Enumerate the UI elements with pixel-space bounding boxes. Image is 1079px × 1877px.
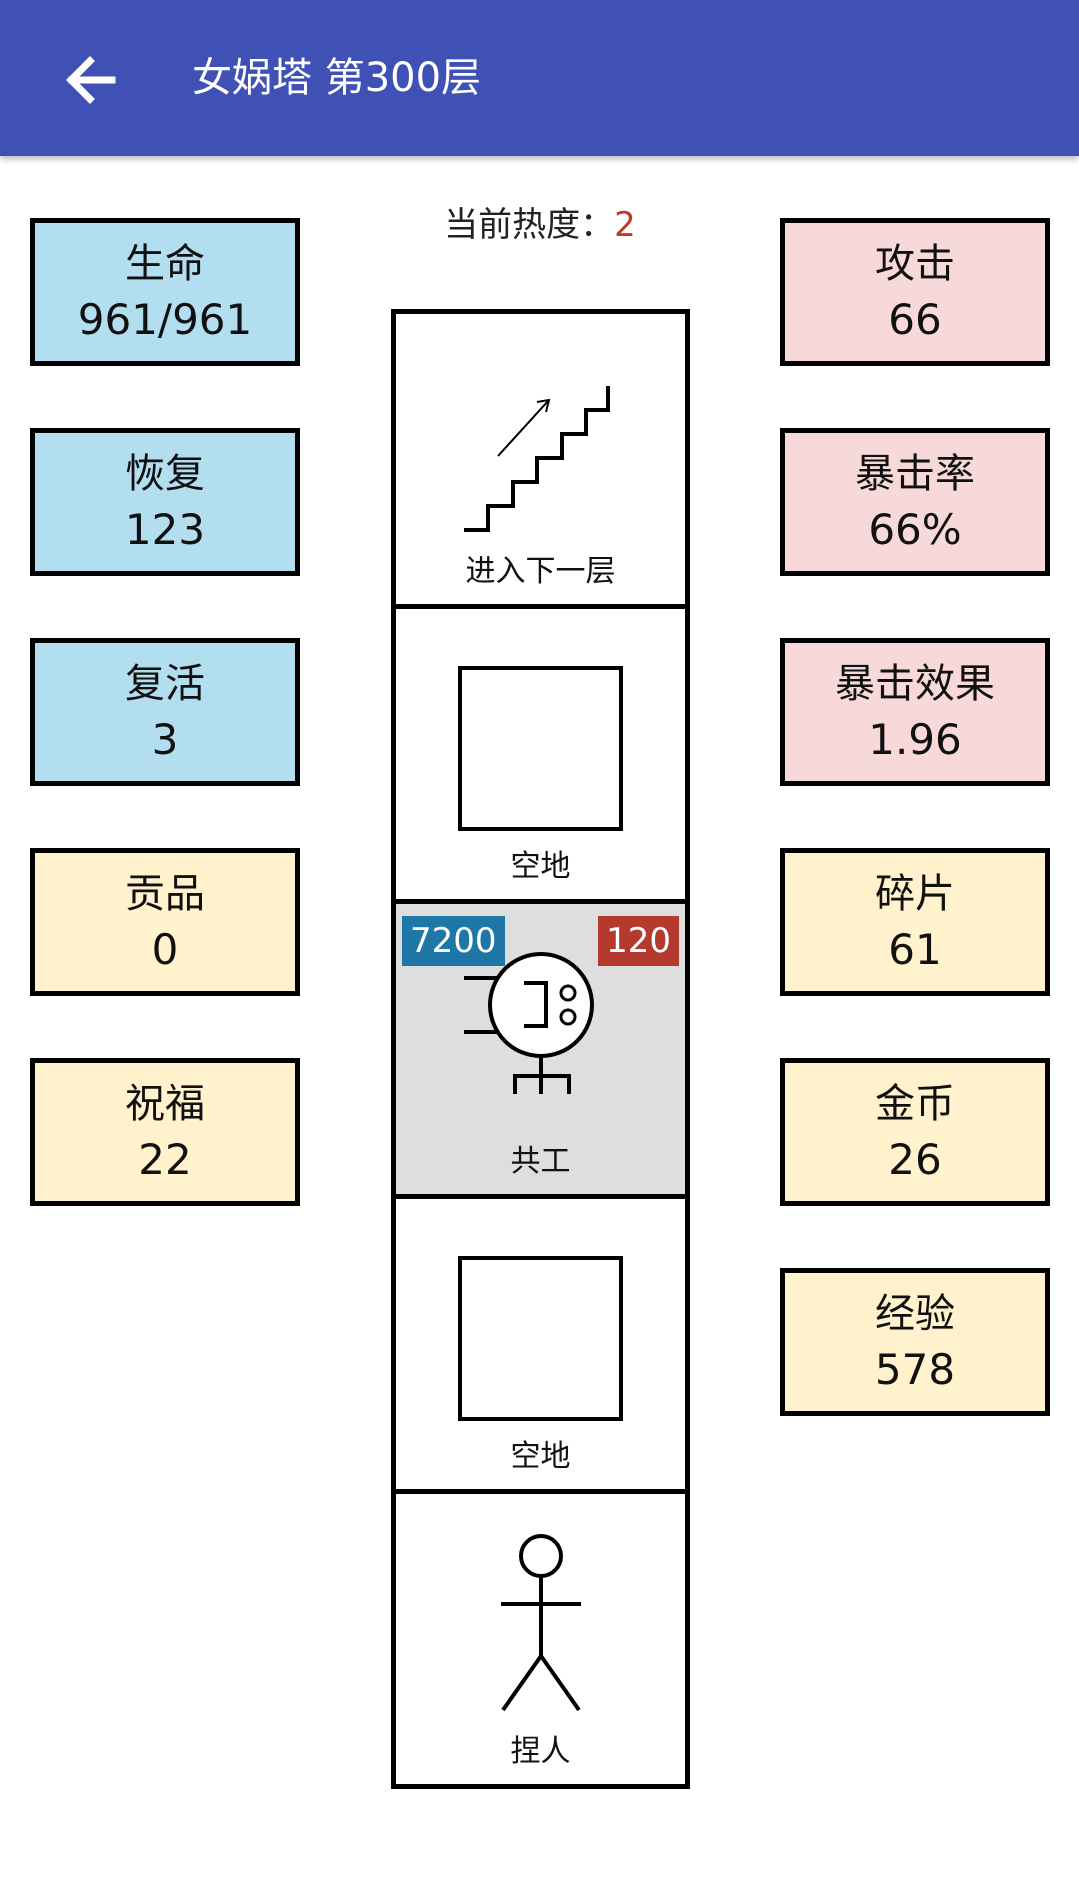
stat-label: 经验 xyxy=(875,1291,955,1337)
stat-label: 暴击率 xyxy=(855,451,975,497)
stat-value: 961/961 xyxy=(77,295,253,344)
tower-column: 进入下一层 空地 7200 120 共工 空地 xyxy=(391,309,690,1789)
empty-square-icon xyxy=(458,666,623,831)
stat-value: 578 xyxy=(874,1345,956,1394)
tower-cell-next-floor[interactable]: 进入下一层 xyxy=(391,309,690,609)
stat-value: 22 xyxy=(138,1135,192,1184)
stat-value: 0 xyxy=(151,925,179,974)
tower-cell-enemy[interactable]: 7200 120 共工 xyxy=(391,899,690,1199)
stat-value: 26 xyxy=(888,1135,942,1184)
stat-value: 123 xyxy=(124,505,206,554)
stat-experience[interactable]: 经验 578 xyxy=(780,1268,1050,1416)
cell-label: 共工 xyxy=(510,1144,571,1179)
stat-blessing[interactable]: 祝福 22 xyxy=(30,1058,300,1206)
enemy-attack-badge: 120 xyxy=(598,916,679,966)
stat-tribute[interactable]: 贡品 0 xyxy=(30,848,300,996)
empty-square-icon xyxy=(458,1256,623,1421)
stairs-icon xyxy=(464,386,610,532)
stat-crit-effect[interactable]: 暴击效果 1.96 xyxy=(780,638,1050,786)
heat-value: 2 xyxy=(614,205,636,245)
heat-label: 当前热度： xyxy=(444,205,615,245)
stat-value: 66 xyxy=(888,295,942,344)
back-button[interactable] xyxy=(50,40,130,120)
stat-attack[interactable]: 攻击 66 xyxy=(780,218,1050,366)
stat-label: 恢复 xyxy=(125,451,205,497)
cell-label: 空地 xyxy=(510,849,571,884)
stat-gold[interactable]: 金币 26 xyxy=(780,1058,1050,1206)
stat-label: 攻击 xyxy=(875,241,955,287)
stat-value: 61 xyxy=(888,925,942,974)
stick-figure-icon xyxy=(501,1534,581,1712)
stat-value: 1.96 xyxy=(868,715,962,764)
tower-cell-empty[interactable]: 空地 xyxy=(391,1194,690,1494)
page-title: 女娲塔 第300层 xyxy=(192,55,482,101)
arrow-left-icon xyxy=(66,56,116,104)
stat-label: 金币 xyxy=(875,1081,955,1127)
stat-value: 66% xyxy=(868,505,962,554)
stat-label: 祝福 xyxy=(125,1081,205,1127)
tower-cell-player[interactable]: 捏人 xyxy=(391,1489,690,1789)
stat-label: 复活 xyxy=(125,661,205,707)
heat-indicator: 当前热度：2 xyxy=(392,200,688,250)
stat-label: 暴击效果 xyxy=(835,661,995,707)
cell-label: 空地 xyxy=(510,1439,571,1474)
tower-cell-empty[interactable]: 空地 xyxy=(391,604,690,904)
stat-life[interactable]: 生命 961/961 xyxy=(30,218,300,366)
stat-label: 贡品 xyxy=(125,871,205,917)
stat-crit-rate[interactable]: 暴击率 66% xyxy=(780,428,1050,576)
stat-revive[interactable]: 复活 3 xyxy=(30,638,300,786)
stat-value: 3 xyxy=(151,715,179,764)
cell-label: 捏人 xyxy=(510,1734,571,1769)
stat-label: 碎片 xyxy=(875,871,955,917)
cell-label: 进入下一层 xyxy=(465,554,616,589)
app-bar: 女娲塔 第300层 xyxy=(0,0,1079,156)
enemy-hp-badge: 7200 xyxy=(402,916,505,966)
enemy-icon xyxy=(464,952,594,1094)
stat-recovery[interactable]: 恢复 123 xyxy=(30,428,300,576)
stat-label: 生命 xyxy=(125,241,205,287)
stat-fragments[interactable]: 碎片 61 xyxy=(780,848,1050,996)
